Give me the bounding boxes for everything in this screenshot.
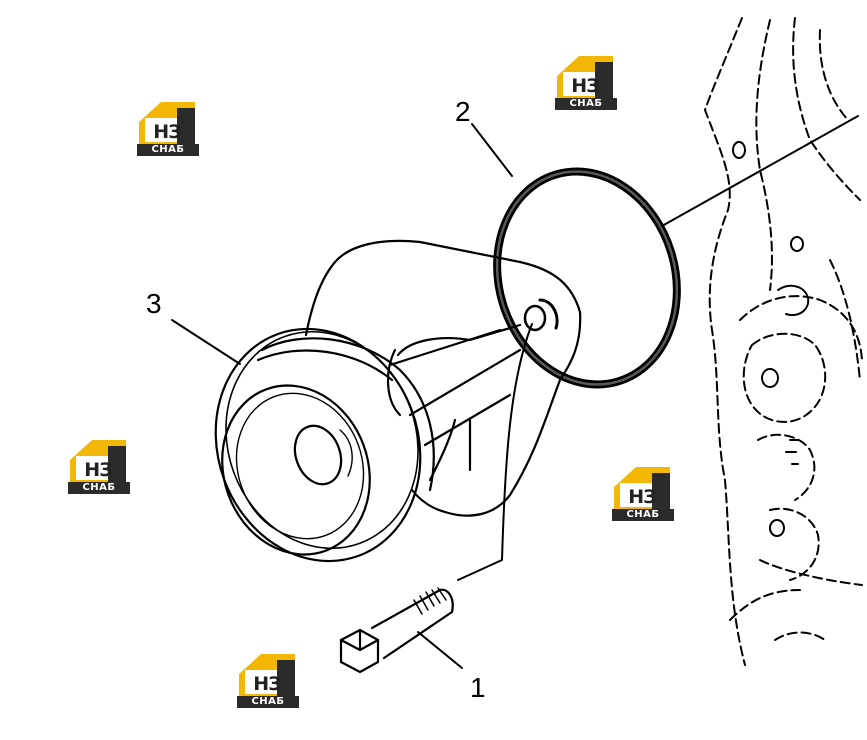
watermark-monogram: НЗ bbox=[84, 459, 112, 481]
watermark-word: СНАБ bbox=[68, 482, 130, 494]
watermark-logo: НЗ СНАБ bbox=[137, 100, 199, 158]
watermark-word: СНАБ bbox=[612, 509, 674, 521]
watermark-logo: НЗ СНАБ bbox=[237, 652, 299, 710]
o-ring bbox=[493, 167, 681, 389]
assembly-centerline bbox=[661, 115, 859, 227]
watermark-logo: НЗ СНАБ bbox=[555, 54, 617, 112]
callout-bolt: 1 bbox=[470, 672, 486, 703]
watermark-monogram: НЗ bbox=[153, 121, 181, 143]
bolt bbox=[339, 587, 454, 674]
watermark-word: СНАБ bbox=[237, 696, 299, 708]
engine-block-details bbox=[732, 141, 810, 537]
callout-housing: 3 bbox=[146, 288, 162, 319]
engine-block-outline bbox=[704, 17, 863, 666]
watermark-monogram: НЗ bbox=[628, 486, 656, 508]
callout-o-ring: 2 bbox=[455, 96, 471, 127]
thermostat-housing bbox=[214, 239, 582, 563]
watermark-word: СНАБ bbox=[555, 98, 617, 110]
watermark-logo: НЗ СНАБ bbox=[68, 438, 130, 496]
watermark-monogram: НЗ bbox=[253, 673, 281, 695]
leader-lines bbox=[171, 123, 533, 669]
watermark-logo: НЗ СНАБ bbox=[612, 465, 674, 523]
watermark-word: СНАБ bbox=[137, 144, 199, 156]
watermark-monogram: НЗ bbox=[571, 75, 599, 97]
